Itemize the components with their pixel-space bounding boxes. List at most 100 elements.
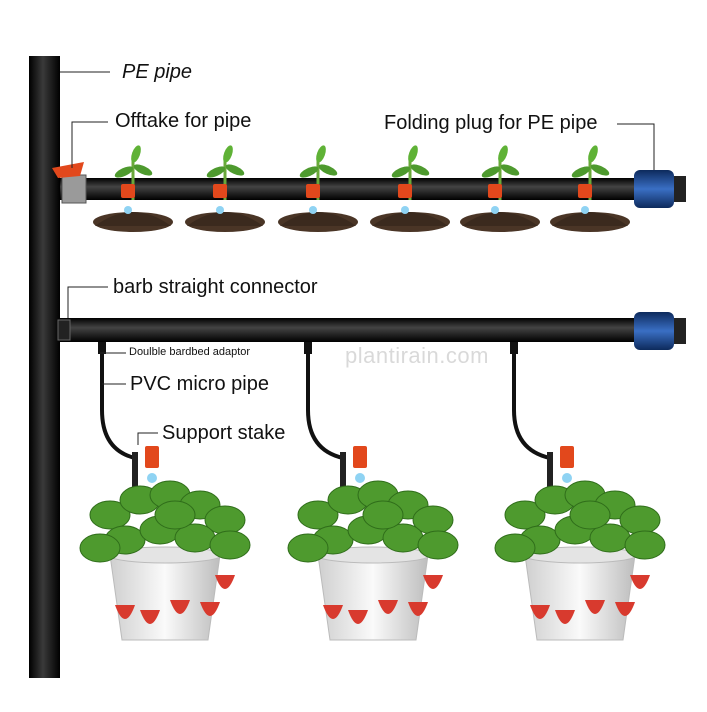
water-drop-icon	[401, 206, 409, 214]
hanging-pot-icon	[79, 342, 251, 641]
seedlings-group	[93, 145, 630, 232]
folding-plug-icon	[634, 312, 686, 350]
dripper-icon	[306, 184, 320, 198]
micro-pipe	[306, 352, 345, 490]
micro-pipe	[512, 352, 552, 490]
seedling-leaf	[114, 166, 134, 178]
strawberry-leaf	[79, 533, 121, 563]
strawberry-fruit	[530, 605, 550, 619]
strawberry-leaf	[297, 500, 339, 530]
seedling-leaf	[498, 145, 508, 163]
seedling-leaf	[223, 145, 233, 163]
strawberry-leaf	[494, 533, 536, 563]
leader-lines	[60, 71, 655, 445]
double-adaptor-icon	[304, 342, 312, 354]
strawberry-fruit	[585, 600, 605, 614]
seedling-icon	[93, 145, 173, 232]
strawberry-fruit	[170, 600, 190, 614]
label-barb-connector: barb straight connector	[113, 276, 318, 298]
strawberry-fruit	[630, 575, 650, 589]
seedling-leaf	[299, 166, 319, 178]
strawberry-fruit	[323, 605, 343, 619]
strawberry-fruit	[115, 605, 135, 619]
strawberry-fruit	[215, 575, 235, 589]
pot-body	[524, 554, 636, 641]
dripper-icon	[121, 184, 135, 198]
seedling-leaf	[500, 164, 520, 176]
dripper-icon	[213, 184, 227, 198]
water-drop-icon	[124, 206, 132, 214]
label-pe-pipe: PE pipe	[122, 61, 193, 83]
dripper-icon	[398, 184, 412, 198]
strawberry-leaf	[89, 500, 131, 530]
seedling-leaf	[206, 166, 226, 178]
dripper-icon	[353, 446, 367, 468]
strawberry-fruit	[408, 602, 428, 616]
water-drop-icon	[355, 473, 365, 483]
seedling-leaf	[408, 145, 418, 163]
folding-plug-icon	[634, 170, 686, 208]
seedling-leaf	[316, 145, 326, 163]
dripper-icon	[488, 184, 502, 198]
strawberry-fruit	[615, 602, 635, 616]
hanging-pots-group	[79, 342, 666, 641]
watermark: plantirain.com	[345, 343, 489, 368]
strawberry-fruit	[140, 610, 160, 624]
seedling-leaf	[410, 164, 430, 176]
strawberry-leaf	[504, 500, 546, 530]
seedling-icon	[550, 145, 630, 232]
offtake-valve-icon	[52, 162, 87, 204]
pot-body	[317, 554, 429, 641]
pot-body	[109, 554, 221, 641]
bottom-horizontal-pipe	[60, 318, 640, 342]
soil-mound	[187, 212, 263, 226]
double-adaptor-icon	[98, 342, 106, 354]
strawberry-leaf	[209, 530, 251, 560]
dripper-icon	[560, 446, 574, 468]
strawberry-fruit	[348, 610, 368, 624]
strawberry-leaf	[569, 500, 611, 530]
support-stake-icon	[340, 452, 346, 497]
seedling-icon	[278, 145, 358, 232]
water-drop-icon	[581, 206, 589, 214]
water-drop-icon	[562, 473, 572, 483]
seedling-icon	[185, 145, 265, 232]
label-double-adaptor: Doulble bardbed adaptor	[129, 346, 251, 358]
seedling-icon	[460, 145, 540, 232]
strawberry-leaf	[287, 533, 329, 563]
seedling-leaf	[481, 166, 501, 178]
barb-connector-icon	[57, 319, 71, 341]
double-adaptor-icon	[510, 342, 518, 354]
strawberry-leaf	[417, 530, 459, 560]
label-offtake: Offtake for pipe	[115, 110, 252, 132]
seedling-icon	[370, 145, 450, 232]
dripper-icon	[578, 184, 592, 198]
water-drop-icon	[309, 206, 317, 214]
support-stake-icon	[547, 452, 553, 497]
soil-mound	[462, 212, 538, 226]
support-stake-icon	[132, 452, 138, 497]
seedling-leaf	[391, 166, 411, 178]
strawberry-leaf	[362, 500, 404, 530]
vertical-pe-pipe	[29, 56, 60, 678]
label-folding-plug: Folding plug for PE pipe	[384, 112, 598, 134]
strawberry-fruit	[378, 600, 398, 614]
seedling-leaf	[571, 166, 591, 178]
water-drop-icon	[147, 473, 157, 483]
seedling-leaf	[590, 164, 610, 176]
hanging-pot-icon	[287, 342, 459, 641]
strawberry-fruit	[200, 602, 220, 616]
water-drop-icon	[491, 206, 499, 214]
label-micro-pipe: PVC micro pipe	[130, 373, 269, 395]
soil-mound	[552, 212, 628, 226]
seedling-leaf	[225, 164, 245, 176]
strawberry-leaf	[624, 530, 666, 560]
seedling-leaf	[588, 145, 598, 163]
soil-mound	[280, 212, 356, 226]
strawberry-leaf	[154, 500, 196, 530]
soil-mound	[372, 212, 448, 226]
water-drop-icon	[216, 206, 224, 214]
strawberry-fruit	[555, 610, 575, 624]
